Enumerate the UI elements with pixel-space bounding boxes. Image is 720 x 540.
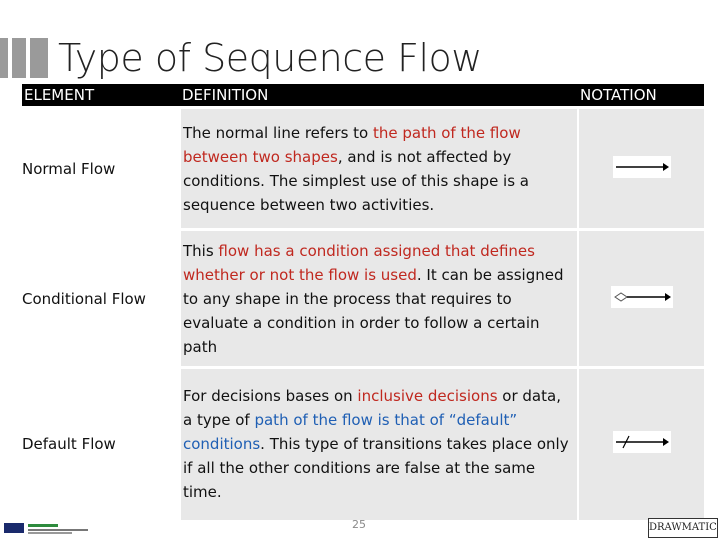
- sequence-flow-table: ELEMENT DEFINITION NOTATION Normal Flow …: [22, 84, 704, 520]
- footer-logo-right: DRAWMATICS: [648, 518, 718, 538]
- definition-text-segment: flow has a condition assigned that defin…: [183, 241, 535, 284]
- header-notation: NOTATION: [578, 84, 704, 108]
- row-element-label: Normal Flow: [22, 106, 180, 230]
- table-row: Default Flow For decisions bases on incl…: [22, 366, 704, 520]
- definition-text-segment: , and is not affected by conditions. The…: [183, 147, 530, 214]
- row-element-label: Conditional Flow: [22, 228, 180, 368]
- definition-text-segment: inclusive decisions: [357, 387, 498, 406]
- row-definition: The normal line refers to the path of th…: [179, 106, 579, 230]
- default-flow-arrow-icon: [612, 431, 671, 454]
- row-element-label: Default Flow: [22, 366, 180, 520]
- title-decoration-bar-1: [0, 38, 8, 78]
- table-row: Normal Flow The normal line refers to th…: [22, 106, 704, 230]
- row-notation: [578, 366, 704, 520]
- definition-text-segment: . This type of transitions takes place o…: [183, 435, 569, 502]
- definition-text-segment: path of the flow is that of “default” co…: [183, 411, 518, 454]
- definition-text-segment: the path of the flow between two shapes: [183, 123, 521, 166]
- row-notation: [578, 106, 704, 230]
- definition-text-segment: The normal line refers to: [183, 123, 373, 142]
- table-header-row: ELEMENT DEFINITION NOTATION: [22, 84, 704, 108]
- table-row: Conditional Flow This flow has a conditi…: [22, 228, 704, 368]
- row-notation: [578, 228, 704, 368]
- header-definition: DEFINITION: [180, 84, 578, 108]
- footer-logo-left: [4, 523, 88, 534]
- header-element: ELEMENT: [22, 84, 180, 108]
- row-definition: This flow has a condition assigned that …: [179, 228, 579, 368]
- slide-title: Type of Sequence Flow: [58, 36, 482, 80]
- title-decoration-bar-3: [30, 38, 48, 78]
- title-decoration-bar-2: [12, 38, 26, 78]
- conditional-flow-arrow-icon: [610, 285, 673, 308]
- definition-text-segment: This: [183, 241, 219, 260]
- definition-text-segment: For decisions bases on: [183, 387, 358, 406]
- page-number: 25: [352, 518, 366, 531]
- definition-text-segment: . It can be assigned to any shape in the…: [183, 265, 564, 356]
- row-definition: For decisions bases on inclusive decisio…: [179, 366, 579, 520]
- definition-text-segment: or data, a type of: [183, 387, 561, 430]
- normal-flow-arrow-icon: [612, 155, 671, 178]
